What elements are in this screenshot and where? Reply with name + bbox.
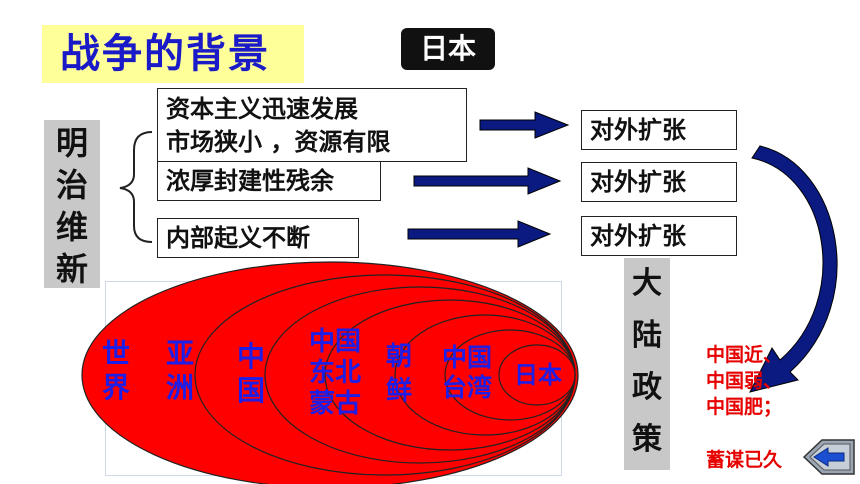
ring-label-northeast: 中国东北蒙古 (308, 327, 361, 419)
meiji-label: 明 治 维 新 (44, 120, 100, 288)
ring-japan (498, 344, 576, 406)
cause-uprising-box: 内部起义不断 (157, 218, 359, 258)
meiji-char: 明 (55, 124, 88, 162)
cause-text: 资本主义迅速发展 (166, 95, 358, 123)
ring-label-world: 世界 (101, 337, 130, 404)
cause-text: 市场狭小 ，资源有限 (166, 128, 391, 156)
page-title: 战争的背景 (42, 25, 304, 83)
ring-label-taiwan: 中国台湾 (441, 343, 492, 402)
ring-label-korea: 朝鲜 (385, 342, 412, 406)
reason-plotted: 蓄谋已久 (706, 449, 783, 471)
ring-label-china: 中国 (236, 340, 265, 407)
curved-arrow-icon (749, 145, 838, 393)
expansion-box: 对外扩张 (581, 216, 737, 256)
mainland-policy-label: 大 陆 政 策 (624, 258, 670, 470)
reason-fat: 中国肥； (706, 396, 783, 418)
meiji-char: 治 (55, 166, 88, 204)
expansion-box: 对外扩张 (581, 162, 737, 202)
cause-feudal-box: 浓厚封建性残余 (157, 161, 381, 201)
policy-char: 陆 (632, 318, 662, 353)
reason-weak: 中国弱、 (706, 370, 783, 392)
policy-char: 政 (632, 370, 662, 405)
ring-label-japan: 日本 (514, 361, 562, 389)
right-arrow-icon (407, 220, 552, 248)
right-arrow-icon (413, 167, 562, 195)
policy-char: 策 (632, 422, 662, 457)
back-arrow-icon (813, 447, 845, 467)
reason-near: 中国近、 (706, 344, 783, 366)
ring-label-asia: 亚洲 (165, 337, 194, 404)
brace-icon (119, 131, 153, 243)
right-arrow-icon (479, 111, 570, 139)
meiji-char: 维 (55, 208, 88, 246)
expansion-box: 对外扩张 (581, 110, 737, 150)
country-badge: 日本 (401, 28, 495, 70)
policy-char: 大 (632, 266, 662, 301)
cause-capitalism-box: 资本主义迅速发展 市场狭小 ，资源有限 (157, 88, 467, 162)
meiji-char: 新 (55, 250, 88, 288)
back-button[interactable] (802, 438, 856, 476)
